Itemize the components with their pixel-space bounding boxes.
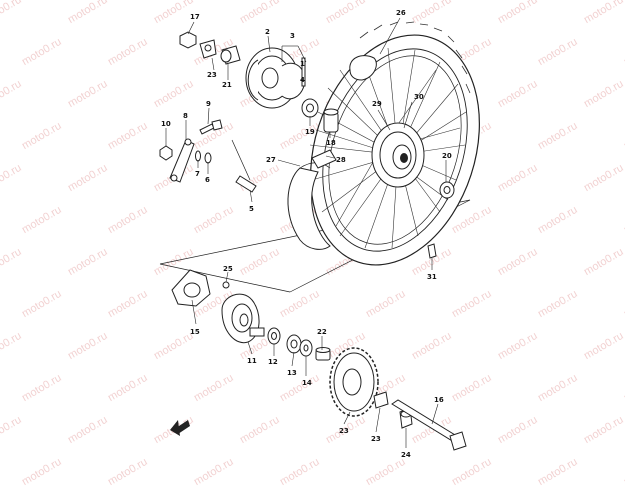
rear-sprocket-24	[329, 347, 379, 417]
spacer-18	[323, 108, 339, 133]
callout-28: 27	[266, 156, 276, 164]
rear-wheel-assembly	[295, 21, 480, 266]
washer-7	[195, 150, 201, 162]
callout-31: 30	[414, 93, 424, 101]
callout-23: 23	[207, 71, 217, 79]
callout-14: 14	[302, 379, 312, 387]
callout-9: 9	[206, 100, 211, 108]
callout-23-lower: 23	[371, 435, 381, 443]
callout-4: 4	[300, 76, 305, 84]
rear-wheel-exploded-diagram: 17 2 3 1 4 26 23 21 9 8 10 7 6 5 29 30 2…	[159, 9, 480, 459]
ring-26	[222, 281, 230, 289]
brake-rod-5	[231, 139, 257, 193]
front-arrow-icon	[170, 420, 190, 436]
callout-32: 31	[427, 273, 437, 281]
rim-band	[311, 149, 337, 169]
callout-2: 2	[265, 28, 270, 36]
brake-cam	[199, 39, 241, 65]
callout-1: 1	[300, 60, 305, 68]
callout-20: 20	[442, 152, 452, 160]
callout-26: 25	[223, 265, 233, 273]
rear-axle-16	[391, 399, 467, 451]
leader-lines	[165, 17, 447, 448]
washer-6	[204, 152, 212, 164]
callout-17: 17	[190, 13, 200, 21]
callout-8: 8	[183, 112, 188, 120]
brake-panel	[245, 47, 306, 109]
callout-21: 21	[222, 81, 232, 89]
valve-cap-32	[427, 243, 437, 259]
callout-24: 23	[339, 427, 349, 435]
callout-30: 29	[372, 100, 382, 108]
callout-11: 11	[247, 357, 257, 365]
axle-nut-17	[179, 31, 197, 49]
callout-labels: 17 2 3 1 4 26 23 21 9 8 10 7 6 5 29 30 2…	[161, 9, 452, 459]
callout-16: 16	[434, 396, 444, 404]
callout-18: 18	[326, 139, 336, 147]
lock-washer-23	[373, 391, 389, 409]
wheel-hub	[371, 122, 425, 188]
callout-7: 7	[195, 170, 200, 178]
sprocket-drum-11	[221, 293, 265, 344]
callout-25: 24	[401, 451, 411, 459]
bolt-9	[199, 119, 223, 135]
callout-15: 15	[190, 328, 200, 336]
callout-22: 22	[317, 328, 327, 336]
callout-6: 6	[205, 176, 210, 184]
nut-10	[159, 145, 173, 161]
callout-12: 12	[268, 358, 278, 366]
brake-arm	[169, 138, 195, 183]
cushion-15	[171, 269, 211, 307]
tire-section	[349, 55, 377, 81]
callout-27: 26	[396, 9, 406, 17]
callout-19: 19	[305, 128, 315, 136]
callout-13: 13	[287, 369, 297, 377]
spacer-22	[315, 347, 331, 361]
callout-29: 28	[336, 156, 346, 164]
callout-3: 3	[290, 32, 295, 40]
callout-10: 10	[161, 120, 171, 128]
callout-5: 5	[249, 205, 254, 213]
